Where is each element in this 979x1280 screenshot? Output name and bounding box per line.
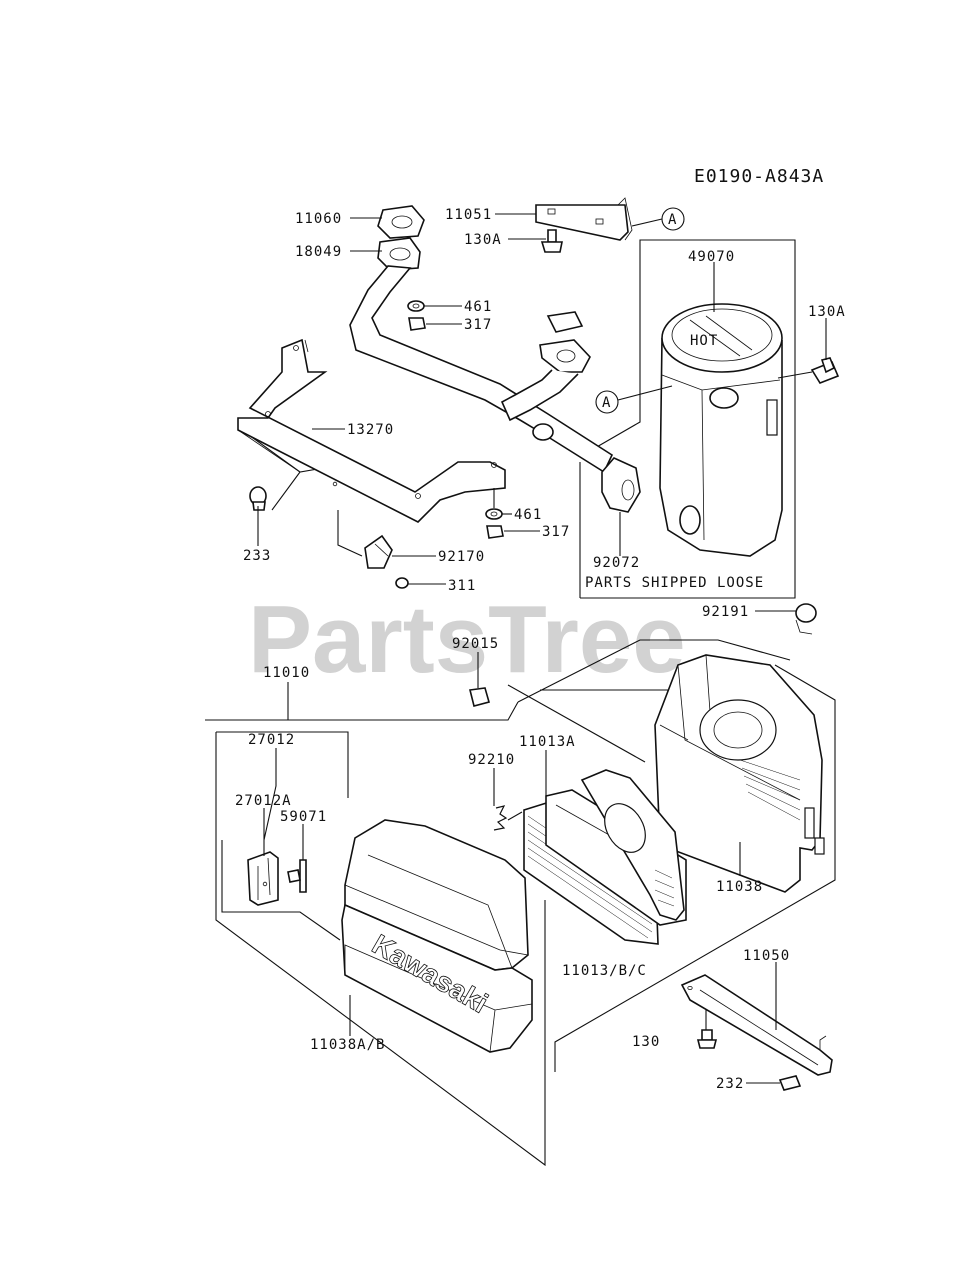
washer-nut-lower — [485, 508, 504, 539]
label-461-1: 461 — [464, 299, 492, 315]
nut-311 — [395, 577, 409, 589]
washer-nut-upper — [407, 300, 426, 331]
label-49070: 49070 — [688, 249, 735, 265]
svg-text:A: A — [602, 395, 611, 411]
pre-cleaner-11013 — [580, 769, 685, 921]
label-11050: 11050 — [743, 948, 790, 964]
label-11010: 11010 — [263, 665, 310, 681]
leader-317-2 — [493, 488, 540, 532]
label-11038ab: 11038A/B — [310, 1037, 385, 1053]
label-92191: 92191 — [702, 604, 749, 620]
label-130: 130 — [632, 1034, 660, 1050]
label-13270: 13270 — [347, 422, 394, 438]
label-11060: 11060 — [295, 211, 342, 227]
leader-27012 — [263, 748, 277, 856]
label-11038: 11038 — [716, 879, 763, 895]
label-92210: 92210 — [468, 752, 515, 768]
bolt-233 — [249, 486, 267, 511]
label-11013a: 11013A — [519, 734, 576, 750]
pin-59071 — [287, 859, 307, 893]
label-59071: 59071 — [280, 809, 327, 825]
label-27012a: 27012A — [235, 793, 292, 809]
label-92072: 92072 — [593, 555, 640, 571]
latch-sub-box — [221, 840, 341, 941]
cover-11038ab: Kawasaki — [341, 819, 533, 1053]
svg-text:A: A — [668, 212, 677, 228]
clamp-92170 — [364, 534, 393, 569]
nut-92015 — [469, 687, 490, 707]
label-317-2: 317 — [542, 524, 570, 540]
latch-27012a — [247, 851, 279, 906]
mount-group-box — [507, 684, 646, 763]
label-27012: 27012 — [248, 732, 295, 748]
cover-group-box — [205, 701, 546, 1167]
parts-shipped-loose: PARTS SHIPPED LOOSE — [585, 575, 764, 591]
bolt-130 — [696, 1029, 718, 1049]
muffler-group-box — [579, 239, 796, 599]
label-461-2: 461 — [514, 507, 542, 523]
gasket-11060 — [377, 205, 425, 239]
air-filter-base-11038 — [654, 654, 825, 893]
label-11013bc: 11013/B/C — [562, 963, 647, 979]
label-18049: 18049 — [295, 244, 342, 260]
label-317-1: 317 — [464, 317, 492, 333]
label-11051: 11051 — [445, 207, 492, 223]
clip-92191 — [795, 603, 817, 635]
label-311: 311 — [448, 578, 476, 594]
leader-130a-2 — [777, 318, 827, 379]
bolt-130a-upper — [540, 229, 563, 253]
diagram-code: E0190-A843A — [694, 166, 824, 187]
clamp-92072 — [601, 457, 641, 513]
label-233: 233 — [243, 548, 271, 564]
label-130a-2: 130A — [808, 304, 846, 320]
ref-a-top: A — [631, 207, 685, 231]
exhaust-bracket-11051 — [535, 197, 633, 241]
label-232: 232 — [716, 1076, 744, 1092]
watermark: PartsTree — [248, 586, 686, 693]
muffler-guard-13270 — [237, 338, 506, 523]
ref-a-muffler: A — [595, 385, 673, 414]
muffler-49070: HOT — [659, 303, 783, 557]
leader-92170 — [337, 510, 436, 557]
label-92015: 92015 — [452, 636, 499, 652]
bolt-130a-right — [810, 357, 840, 384]
bolt-232 — [778, 1075, 802, 1091]
label-92170: 92170 — [438, 549, 485, 565]
bracket-11050 — [680, 974, 833, 1076]
spring-clip-92210 — [493, 805, 508, 831]
hot-label: HOT — [690, 333, 718, 349]
exhaust-pipe-18049 — [349, 237, 614, 474]
leader-92210 — [493, 768, 523, 821]
label-130a-1: 130A — [464, 232, 502, 248]
